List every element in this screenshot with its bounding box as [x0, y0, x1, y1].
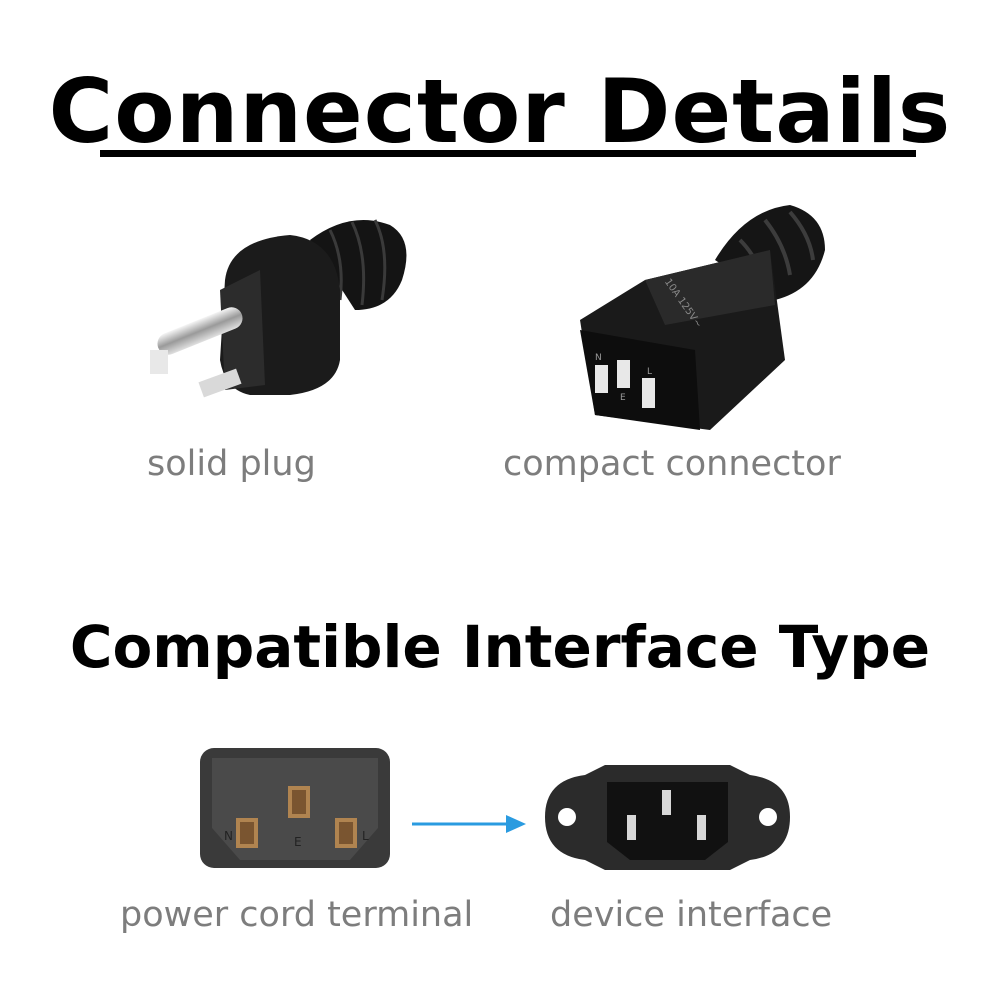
connector-pin-l: L	[647, 367, 652, 377]
section-subtitle: Compatible Interface Type	[69, 613, 931, 681]
page-title: Connector Details	[48, 60, 952, 163]
c13-terminal-illustration: N E L	[200, 748, 390, 868]
us-plug-illustration	[150, 219, 407, 398]
c14-inlet-illustration	[545, 765, 790, 870]
c13-connector-illustration: 10A 125V~ N E L	[580, 205, 825, 430]
terminal-pin-e: E	[294, 835, 302, 849]
terminal-pin-l: L	[362, 829, 369, 843]
terminal-pin-n: N	[224, 829, 233, 843]
plug-caption: solid plug	[147, 444, 316, 484]
connector-caption: compact connector	[503, 444, 841, 484]
title-underline	[100, 150, 916, 157]
cord-caption: power cord terminal	[120, 895, 474, 935]
connector-pin-e: E	[620, 393, 626, 403]
device-caption: device interface	[550, 895, 833, 935]
arrow-right-icon	[412, 815, 526, 833]
connector-pin-n: N	[595, 353, 602, 363]
